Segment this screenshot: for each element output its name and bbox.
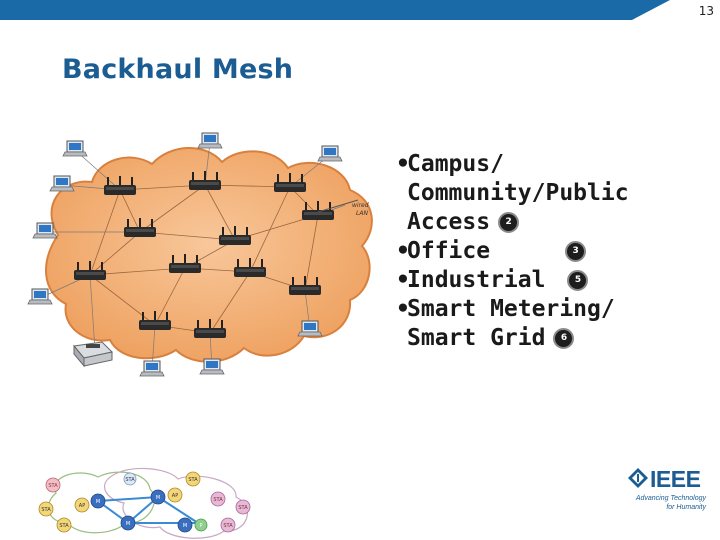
bullet-item: • Office 3	[396, 237, 716, 266]
svg-text:STA: STA	[238, 505, 248, 511]
laptop-icon	[27, 288, 53, 305]
bullet-text: Office	[407, 238, 491, 264]
clause-badge: 6	[553, 328, 575, 349]
wireless-router-icon	[273, 172, 307, 193]
laptop-icon	[297, 320, 323, 337]
ieee-tagline: Advancing Technology for Humanity	[628, 494, 706, 512]
bullet-dot: •	[396, 267, 410, 293]
bullet-dot: •	[396, 296, 410, 322]
laptop-icon	[317, 145, 343, 162]
bullet-text-line: Industrial 5	[396, 266, 716, 295]
bullet-item: • Industrial 5	[396, 266, 716, 295]
slide-title: Backhaul Mesh	[62, 54, 294, 85]
wired-lan-label: wired	[352, 202, 369, 209]
node-label: M	[120, 515, 136, 531]
wireless-router-icon	[218, 225, 252, 246]
laptop-icon	[49, 175, 75, 192]
wireless-router-icon	[233, 257, 267, 278]
bullet-text-line: Campus/	[407, 151, 504, 177]
ieee-wordmark: IEEE	[650, 466, 701, 492]
bullet-text-line: Community/Public	[407, 180, 629, 206]
node-label: STA	[210, 491, 226, 507]
node-label: AP	[167, 487, 183, 503]
svg-text:M: M	[156, 495, 160, 501]
tagline-line: for Humanity	[666, 504, 706, 511]
node-label: STA	[235, 499, 251, 515]
bullet-text-line: Office 3	[396, 237, 716, 266]
wired-lan-connector: wired LAN	[317, 199, 369, 217]
bullet-text-line: Smart Grid 6	[396, 324, 716, 353]
node-label: STA	[45, 477, 61, 493]
clause-badge: 3	[565, 241, 587, 262]
bullet-list: • Campus/ Community/Public Access 2 • Off…	[396, 150, 716, 353]
laptop-icon	[199, 358, 225, 375]
svg-text:STA: STA	[213, 497, 223, 503]
svg-text:M: M	[126, 521, 130, 527]
bullet-text-line: Access 2	[396, 208, 716, 237]
page-number: 13	[698, 4, 714, 18]
node-label: STA	[185, 471, 201, 487]
wireless-router-icon	[123, 217, 157, 238]
svg-text:P: P	[199, 523, 202, 529]
node-label: M	[177, 517, 193, 533]
node-label: M	[150, 489, 166, 505]
node-label: STA	[123, 472, 137, 486]
bullet-text: Smart Grid	[407, 325, 546, 351]
svg-text:STA: STA	[59, 523, 69, 529]
ieee-logo: IEEE Advancing Technology for Humanity	[628, 466, 708, 526]
bullet-text-line: Smart Metering/	[407, 296, 615, 322]
wireless-router-icon	[193, 318, 227, 339]
svg-text:STA: STA	[125, 477, 135, 483]
svg-text:M: M	[96, 499, 100, 505]
svg-text:STA: STA	[48, 483, 58, 489]
wireless-router-icon	[288, 275, 322, 296]
node-label: STA	[56, 517, 72, 533]
wireless-router-icon	[73, 260, 107, 281]
node-label: M	[90, 493, 106, 509]
clause-badge: 5	[567, 270, 589, 291]
top-banner	[0, 0, 670, 20]
svg-text:AP: AP	[172, 493, 178, 499]
ieee-diamond-icon	[628, 468, 648, 488]
svg-text:STA: STA	[41, 507, 51, 513]
bullet-item: • Smart Metering/ Smart Grid 6	[396, 295, 716, 353]
bullet-dot: •	[396, 238, 410, 264]
printer-icon	[73, 341, 114, 368]
tagline-line: Advancing Technology	[635, 495, 706, 502]
laptop-icon	[62, 140, 88, 157]
bullet-dot: •	[396, 151, 410, 177]
laptop-icon	[32, 222, 58, 239]
laptop-icon	[197, 132, 223, 149]
wireless-router-icon	[168, 253, 202, 274]
wireless-router-icon	[301, 200, 335, 221]
wireless-router-icon	[103, 175, 137, 196]
svg-text:AP: AP	[79, 503, 85, 509]
bullet-text: Access	[407, 209, 491, 235]
svg-text:M: M	[183, 523, 187, 529]
laptop-icon	[139, 360, 165, 377]
bullet-item: • Campus/ Community/Public Access 2	[396, 150, 716, 237]
wired-lan-label: LAN	[356, 210, 368, 217]
node-label: STA	[38, 501, 54, 517]
svg-text:STA: STA	[223, 523, 233, 529]
node-label: STA	[220, 517, 236, 533]
svg-text:STA: STA	[188, 477, 198, 483]
node-label: AP	[74, 497, 90, 513]
mesh-thumbnail-diagram: STA STA M M AP STA AP STA STA M M P STA …	[38, 467, 251, 539]
wireless-router-icon	[188, 170, 222, 191]
node-label: P	[194, 518, 208, 532]
clause-badge: 2	[498, 212, 520, 233]
bullet-text: Industrial	[407, 267, 546, 293]
wireless-router-icon	[138, 310, 172, 331]
